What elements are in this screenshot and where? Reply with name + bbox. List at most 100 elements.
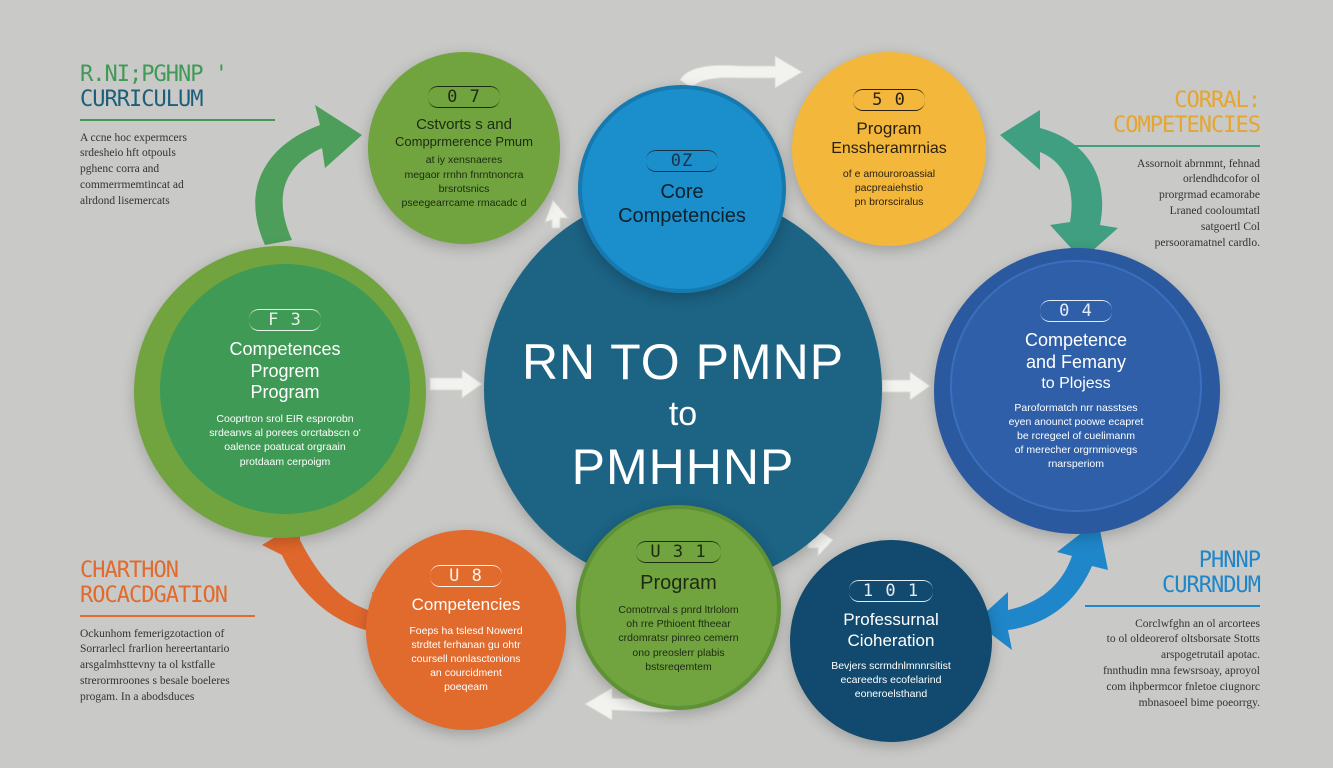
circle-text-line: oalence poatucat orgraain — [224, 441, 346, 454]
side-title-bottom-right-line1: PHNNP — [1198, 548, 1261, 573]
circle-text-line: Paroformatch nrr nasstses — [1014, 401, 1138, 414]
side-rule-top-right — [1070, 144, 1260, 147]
circle-text-line: be rcregeel of cuelimanm — [1017, 430, 1135, 443]
circle-bottom-green: U 3 1 Program Comotrrval s pnrd ltrlolom… — [576, 505, 781, 710]
orange-badge: U 8 — [430, 565, 502, 588]
side-title-bottom-left-line1: CHARTHON — [80, 558, 179, 583]
circle-text-line: ono preoslerr plabis — [632, 646, 725, 659]
circle-text-line: rnarsperiom — [1047, 458, 1104, 471]
right-blue-title-line2: and Femany — [1025, 351, 1127, 372]
circle-text-line: poeqeam — [444, 681, 488, 694]
right-blue-title-line3: to Plojess — [1041, 374, 1111, 392]
left-green-title-line3: Program — [250, 382, 320, 403]
side-text-line: Lraned cooloumtatl — [1169, 205, 1260, 218]
circle-text-line: coursell nonlasctonions — [411, 653, 521, 666]
side-text-line: Sorrarlecl frarlion hereertantario — [80, 643, 230, 656]
core-title-line1: Core — [660, 181, 704, 203]
side-title-top-right-line1: CORRAL: — [1174, 88, 1261, 113]
circle-text-line: protdaam cerpoigm — [239, 455, 331, 468]
navy-title-line2: Cioheration — [847, 630, 935, 650]
curved-arrow-green — [255, 105, 362, 245]
circle-left-green: F 3 Competences Progrem Program Cooprtro… — [160, 264, 410, 514]
side-rule-bottom-right — [1085, 604, 1260, 607]
curved-arrow-teal — [1000, 110, 1118, 260]
navy-badge: 1 0 1 — [848, 580, 934, 603]
center-title-line2: to — [668, 394, 698, 433]
side-text-line: A ccne hoc expermcers — [80, 131, 187, 144]
side-title-top-right-line2: COMPETENCIES — [1113, 113, 1261, 139]
center-title-line1: RN TO PMNP — [521, 333, 845, 390]
orange-title: Competencies — [411, 595, 521, 615]
side-text-line: persooramatnel cardlo. — [1154, 236, 1260, 249]
circle-right-blue: 0 4 Competence and Femany to Plojess Par… — [950, 260, 1202, 512]
side-text-line: srdesheio hft otpouls — [80, 147, 176, 160]
circle-text-line: an courcidment — [430, 667, 502, 680]
white-arrow-left — [429, 369, 483, 399]
yellow-body: of e amouroroassial pacpreaiehstio pn br… — [843, 167, 935, 210]
circle-top-green: 0 7 Cstvorts s and Compprmerence Pmum at… — [368, 52, 560, 244]
left-green-body: Cooprtron srol EIR esprorobn srdeanvs al… — [209, 412, 360, 469]
right-blue-title-line1: Competence — [1024, 330, 1128, 351]
circle-text-line: Foeps ha tslesd Nowerd — [409, 624, 523, 637]
yellow-title-line1: Program — [856, 118, 922, 138]
side-text-line: commerrmemtincat ad — [80, 179, 184, 192]
side-text-line: arsgalmhsttevny ta ol kstfalle — [80, 659, 216, 672]
yellow-badge: 5 0 — [853, 88, 925, 111]
side-text-line: arspogetrutail apotac. — [1161, 649, 1260, 662]
side-text-line: fnnthudin mna fewsrsoay, aproyol — [1102, 665, 1260, 678]
side-body-bottom-left: Ockunhom femerigzotaction of Sorrarlecl … — [80, 627, 280, 706]
circle-text-line: eyen anounct poowe ecapret — [1008, 415, 1144, 428]
top-green-badge: 0 7 — [428, 85, 500, 108]
curved-arrow-blue — [975, 520, 1108, 650]
circle-text-line: Comotrrval s pnrd ltrlolom — [618, 604, 739, 617]
side-text-line: com ihpbermcor fnletoe ciugnorc — [1106, 681, 1260, 694]
circle-text-line: pseegearrcame rmacadc d — [401, 196, 527, 209]
circle-text-line: brsrotsnics — [438, 182, 490, 195]
circle-text-line: pn brorsciralus — [854, 195, 924, 208]
bottom-green-title: Program — [640, 572, 717, 595]
top-green-title-line2: Compprmerence Pmum — [395, 133, 533, 149]
side-text-line: to ol oldeorerof oltsborsate Stotts — [1106, 633, 1260, 646]
top-green-title-line1: Cstvorts s and — [416, 115, 512, 133]
navy-body: Bevjers scrmdnlmnnrsitist ecareedrs ecof… — [831, 659, 951, 702]
side-text-line: alrdond lisemercats — [80, 195, 170, 208]
side-title-top-left-line1: R.NI;PGHNP ' — [80, 62, 228, 87]
side-text-line: Assornoit abrnmnt, fehnad — [1137, 157, 1260, 170]
circle-text-line: pacpreaiehstio — [854, 181, 924, 194]
side-text-line: Ockunhom femerigzotaction of — [80, 627, 225, 640]
circle-yellow: 5 0 Program Enssheramrnias of e amouroro… — [792, 52, 986, 246]
circle-text-line: eoneroelsthand — [854, 688, 928, 701]
side-text-line: strerormroones s besale boeleres — [80, 675, 230, 688]
side-text-line: progam. In a abodsduces — [80, 691, 195, 704]
side-panel-bottom-right: PHNNP CURRNDUM Corclwfghn an ol arcortee… — [1060, 548, 1261, 712]
side-text-line: satgoertl Col — [1200, 221, 1260, 234]
side-title-top-left-line2: CURRICULUM — [80, 87, 203, 113]
side-panel-bottom-left: CHARTHON ROCACDGATION Ockunhom femerigzo… — [80, 558, 280, 706]
left-green-badge: F 3 — [249, 309, 321, 332]
side-body-top-right: Assornoit abrnmnt, fehnad orlendhdcofor … — [1068, 157, 1260, 252]
circle-text-line: bstsreqemtem — [645, 660, 712, 673]
circle-orange: U 8 Competencies Foeps ha tslesd Nowerd … — [366, 530, 566, 730]
circle-text-line: srdeanvs al porees orcrtabscn o' — [209, 427, 361, 440]
circle-text-line: strdtet ferhanan gu ohtr — [411, 638, 521, 651]
side-rule-top-left — [80, 118, 275, 121]
side-text-line: orlendhdcofor ol — [1183, 173, 1260, 186]
side-text-line: Corclwfghn an ol arcortees — [1135, 617, 1260, 630]
circle-text-line: at iy xensnaeres — [425, 154, 503, 167]
side-text-line: prorgrmad ecamorabe — [1158, 189, 1260, 202]
side-panel-top-right: CORRAL: COMPETENCIES Assornoit abrnmnt, … — [1068, 88, 1261, 252]
bottom-green-body: Comotrrval s pnrd ltrlolom oh rre Pthioe… — [618, 603, 738, 674]
circle-text-line: of e amouroroassial — [842, 167, 936, 180]
side-title-bottom-right-line2: CURRNDUM — [1162, 573, 1261, 599]
side-body-top-left: A ccne hoc expermcers srdesheio hft otpo… — [80, 131, 280, 210]
circle-core-competencies: 0Z Core Competencies — [578, 85, 786, 293]
side-body-bottom-right: Corclwfghn an ol arcortees to ol oldeore… — [1060, 617, 1260, 712]
circle-navy: 1 0 1 Professurnal Cioheration Bevjers s… — [790, 540, 992, 742]
core-title-line2: Competencies — [618, 205, 746, 227]
navy-title-line1: Professurnal — [843, 610, 939, 630]
yellow-title-line2: Enssheramrnias — [831, 140, 947, 158]
side-text-line: mbnasoeel bime poeorrgy. — [1138, 696, 1260, 709]
side-text-line: pghenc corra and — [80, 163, 160, 176]
side-panel-top-left: R.NI;PGHNP ' CURRICULUM A ccne hoc exper… — [80, 62, 280, 210]
white-arrow-top — [679, 55, 803, 89]
